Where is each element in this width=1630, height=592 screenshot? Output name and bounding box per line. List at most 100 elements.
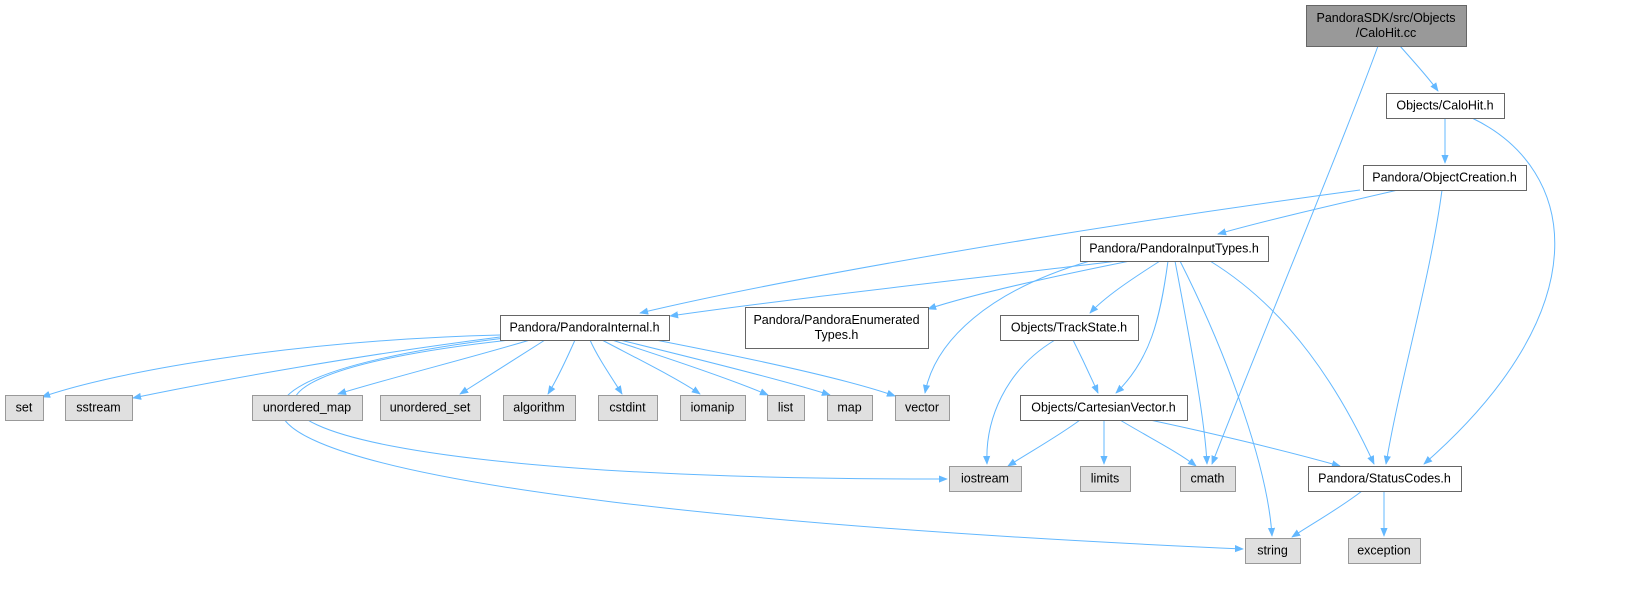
edge-pandorainputtypes_h-to-pandorainternal_h [669,260,1119,319]
edge-pandorainternal_h-to-list [611,339,769,396]
node-label: Objects/CaloHit.h [1396,99,1493,113]
node-box [598,395,658,421]
node-box [1180,466,1236,492]
node-label: exception [1357,544,1411,558]
node-label: Pandora/StatusCodes.h [1318,472,1451,486]
node-label: Objects/TrackState.h [1011,321,1127,335]
node-cartesianvector-h[interactable]: Objects/CartesianVector.h [1020,395,1188,421]
edge-pandorainternal_h-to-sstream [132,336,501,400]
node-objectcreation-h[interactable]: Pandora/ObjectCreation.h [1363,165,1527,191]
edge-calohit_cc-to-calohit_h [1399,45,1439,92]
nodes-layer: PandoraSDK/src/Objects/CaloHit.ccObjects… [5,5,1527,564]
node-label: sstream [76,401,120,415]
node-label: PandoraSDK/src/Objects [1317,11,1456,25]
node-box [1000,315,1139,341]
node-label: Pandora/ObjectCreation.h [1372,171,1517,185]
node-limits: limits [1080,466,1131,492]
edge-cartesianvector_h-to-iostream [1007,419,1081,467]
edge-pandorainternal_h-to-set [41,334,501,398]
node-box [65,395,133,421]
node-box [1020,395,1188,421]
node-box [1306,5,1467,47]
node-label: Pandora/PandoraInternal.h [509,321,659,335]
node-box [1245,538,1301,564]
node-box [680,395,746,421]
edge-pandorainternal_h-to-algorithm [547,339,576,395]
node-box [500,315,670,341]
edge-pandorainputtypes_h-to-statuscodes_h [1209,260,1375,465]
edge-pandorainputtypes_h-to-cartesianvector_h [1115,260,1169,394]
node-label: limits [1091,472,1119,486]
node-label: iostream [961,472,1009,486]
node-algorithm: algorithm [503,395,576,421]
node-box [503,395,576,421]
edge-objectcreation_h-to-pandorainputtypes_h [1217,189,1399,236]
node-label: Objects/CartesianVector.h [1031,401,1176,415]
node-statuscodes-h[interactable]: Pandora/StatusCodes.h [1308,466,1462,492]
edge-pandorainputtypes_h-to-string [1179,260,1276,537]
node-set: set [5,395,44,421]
node-label: cstdint [609,401,646,415]
edge-pandorainternal_h-to-string [280,337,1244,553]
node-box [1080,466,1131,492]
node-label: iomanip [691,401,735,415]
node-label: set [16,401,33,415]
node-pandorainternal-h[interactable]: Pandora/PandoraInternal.h [500,315,670,341]
node-cstdint: cstdint [598,395,658,421]
node-label: Types.h [815,328,859,342]
edge-statuscodes_h-to-string [1291,490,1363,538]
edge-pandorainternal_h-to-iomanip [601,339,701,395]
node-unordered-map: unordered_map [252,395,363,421]
edge-cartesianvector_h-to-cmath [1119,419,1197,467]
node-vector: vector [895,395,950,421]
node-exception: exception [1348,538,1421,564]
node-calohit-cc[interactable]: PandoraSDK/src/Objects/CaloHit.cc [1306,5,1467,47]
node-label: vector [905,401,939,415]
node-box [1348,538,1421,564]
edge-pandorainternal_h-to-unordered_map [337,339,531,396]
node-box [745,307,929,349]
edge-cartesianvector_h-to-statuscodes_h [1149,419,1341,468]
edge-pandorainternal_h-to-unordered_set [459,339,546,395]
node-pandorainputtypes-h[interactable]: Pandora/PandoraInputTypes.h [1080,236,1269,262]
node-box [1308,466,1462,492]
edge-pandorainputtypes_h-to-cmath [1174,260,1211,465]
node-box [895,395,950,421]
node-box [1386,93,1505,119]
node-box [949,466,1022,492]
node-label: list [778,401,794,415]
edge-calohit_h-to-statuscodes_h [1423,117,1556,465]
edge-trackstate_h-to-iostream [983,339,1056,465]
node-sstream: sstream [65,395,133,421]
node-label: unordered_map [263,401,351,415]
node-label: Pandora/PandoraEnumerated [753,313,919,327]
node-label: algorithm [513,401,564,415]
node-map: map [827,395,873,421]
edge-pandorainputtypes_h-to-pandoraenumeratedtypes_h [927,260,1131,310]
edge-calohit_cc-to-cmath [1211,45,1379,465]
node-calohit-h[interactable]: Objects/CaloHit.h [1386,93,1505,119]
edge-pandorainputtypes_h-to-vector [922,260,1091,394]
node-label: cmath [1190,472,1224,486]
edge-pandorainternal_h-to-cstdint [589,339,623,395]
node-iostream: iostream [949,466,1022,492]
node-box [1363,165,1527,191]
node-label: Pandora/PandoraInputTypes.h [1089,242,1259,256]
node-iomanip: iomanip [680,395,746,421]
edge-pandorainternal_h-to-iostream [293,339,948,483]
edge-objectcreation_h-to-statuscodes_h [1383,189,1443,465]
edge-pandorainternal_h-to-vector [639,336,896,397]
node-box [827,395,873,421]
node-string: string [1245,538,1301,564]
node-cmath: cmath [1180,466,1236,492]
node-box [1080,236,1269,262]
edges-layer [41,45,1556,553]
node-label: string [1257,544,1288,558]
node-box [252,395,363,421]
edge-pandorainputtypes_h-to-trackstate_h [1089,260,1161,314]
edge-objectcreation_h-to-pandorainternal_h [639,189,1361,315]
node-trackstate-h[interactable]: Objects/TrackState.h [1000,315,1139,341]
